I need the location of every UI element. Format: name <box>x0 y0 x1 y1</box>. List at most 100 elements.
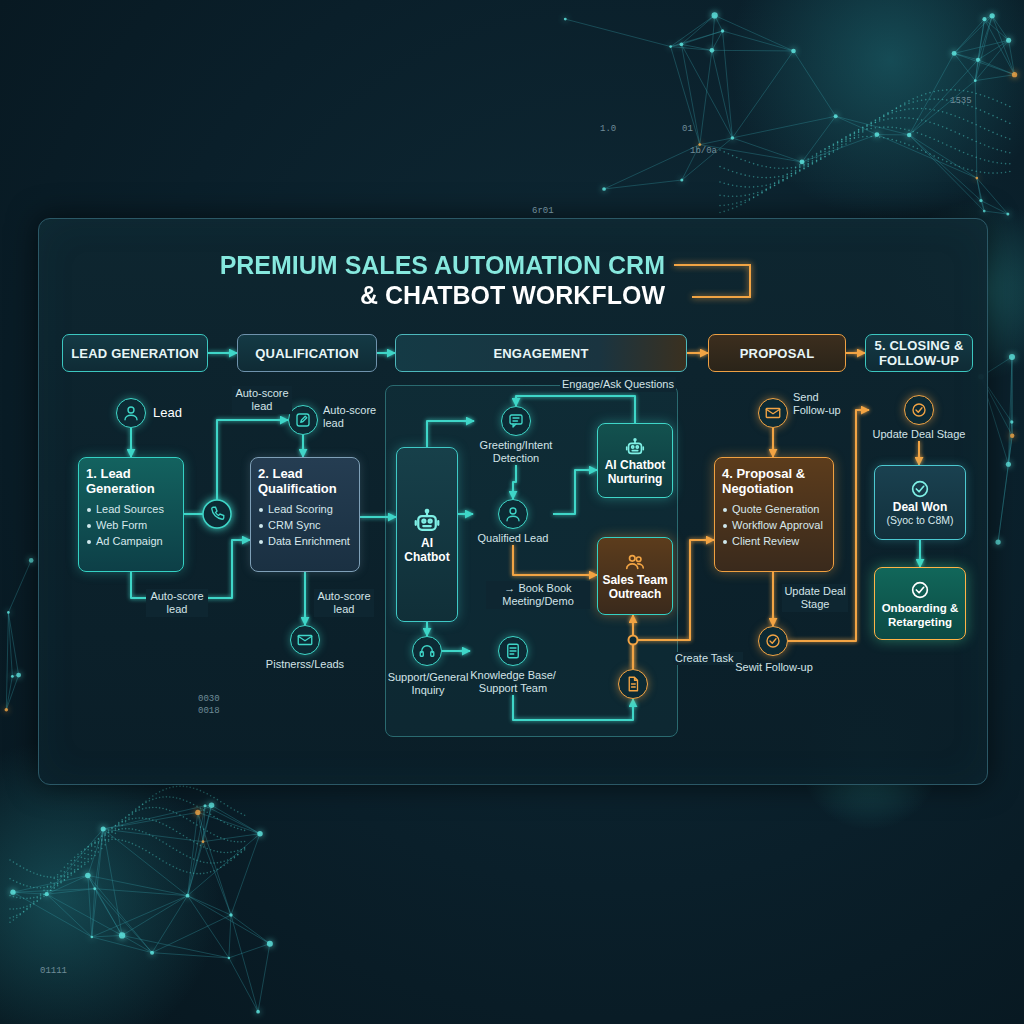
particle-dot <box>74 864 76 866</box>
particle-dot <box>230 860 232 862</box>
particle-dot <box>172 786 174 788</box>
network-node <box>7 611 10 614</box>
particle-dot <box>744 186 746 188</box>
particle-dot <box>774 185 776 187</box>
particle-dot <box>984 144 986 146</box>
particle-dot <box>870 123 872 125</box>
particle-dot <box>791 170 793 172</box>
particle-dot <box>162 841 164 843</box>
particle-dot <box>74 869 76 871</box>
particle-dot <box>942 159 944 161</box>
particle-dot <box>925 93 927 95</box>
particle-dot <box>967 91 969 93</box>
box-label: Onboarding & Retargeting <box>879 601 961 629</box>
particle-dot <box>908 108 910 110</box>
particle-dot <box>782 179 784 181</box>
network-node <box>256 1010 260 1014</box>
particle-dot <box>162 808 164 810</box>
particle-dot <box>189 839 191 841</box>
particle-dot <box>152 819 154 821</box>
network-line <box>8 612 12 676</box>
particle-dot <box>237 854 239 856</box>
particle-dot <box>244 830 246 832</box>
network-line <box>992 16 1014 75</box>
particle-dot <box>799 167 801 169</box>
particle-dot <box>162 789 164 791</box>
particle-dot <box>896 111 898 113</box>
particle-dot <box>77 860 79 862</box>
particle-dot <box>866 124 868 126</box>
particle-dot <box>179 852 181 854</box>
particle-dot <box>64 879 66 881</box>
particle-dot <box>26 909 28 911</box>
particle-dot <box>33 901 35 903</box>
particle-dot <box>849 138 851 140</box>
network-line <box>258 944 270 1012</box>
particle-dot <box>237 850 239 852</box>
particle-dot <box>206 812 208 814</box>
bullet-item: Lead Scoring <box>258 501 352 517</box>
particle-dot <box>744 200 746 202</box>
particle-dot <box>91 858 93 860</box>
particle-dot <box>757 192 759 194</box>
headset-icon <box>418 642 436 660</box>
particle-dot <box>975 141 977 143</box>
network-line <box>188 812 198 895</box>
particle-dot <box>227 862 229 864</box>
connector-arrow <box>302 435 304 457</box>
network-line <box>975 75 1014 81</box>
particle-dot <box>749 175 751 177</box>
particle-dot <box>900 110 902 112</box>
particle-dot <box>234 856 236 858</box>
icon-circle <box>501 406 531 436</box>
particle-dot <box>778 182 780 184</box>
particle-dot <box>23 907 25 909</box>
particle-dot <box>220 820 222 822</box>
connector-arrow <box>458 513 473 515</box>
network-line <box>88 875 188 895</box>
particle-dot <box>94 842 96 844</box>
particle-dot <box>57 879 59 881</box>
particle-dot <box>179 814 181 816</box>
particle-dot <box>954 89 956 91</box>
particle-dot <box>933 139 935 141</box>
particle-dot <box>967 137 969 139</box>
particle-dot <box>786 167 788 169</box>
edge-label: Auto-score lead <box>314 589 374 617</box>
particle-dot <box>179 869 181 871</box>
particle-dot <box>996 100 998 102</box>
icon-caption: Pistnerss/Leads <box>255 658 355 671</box>
particle-dot <box>169 796 171 798</box>
icon-caption: Lead <box>153 406 203 419</box>
icon-caption: Greeting/Intent Detection <box>474 439 558 465</box>
particle-dot <box>933 98 935 100</box>
particle-dot <box>992 115 994 117</box>
particle-dot <box>40 887 42 889</box>
particle-dot <box>820 157 822 159</box>
network-node <box>564 18 567 21</box>
particle-dot <box>234 809 236 811</box>
particle-dot <box>849 135 851 137</box>
particle-dot <box>1009 171 1011 173</box>
particle-dot <box>904 104 906 106</box>
particle-dot <box>244 847 246 849</box>
particle-dot <box>189 872 191 874</box>
box-subtext: (Syoc to C8M) <box>886 514 953 527</box>
particle-dot <box>971 139 973 141</box>
connector-arrow <box>360 516 396 518</box>
particle-dot <box>963 90 965 92</box>
particle-dot <box>854 137 856 139</box>
network-line <box>92 935 122 937</box>
icon-node: Pistnerss/Leads <box>255 625 355 671</box>
network-line <box>13 892 92 937</box>
particle-dot <box>824 156 826 158</box>
particle-dot <box>230 858 232 860</box>
particle-dot <box>858 129 860 131</box>
particle-dot <box>121 821 123 823</box>
particle-dot <box>125 817 127 819</box>
stage-header: ENGAGEMENT <box>395 334 687 372</box>
particle-dot <box>824 156 826 158</box>
particle-dot <box>841 139 843 141</box>
particle-dot <box>912 118 914 120</box>
particle-dot <box>870 128 872 130</box>
